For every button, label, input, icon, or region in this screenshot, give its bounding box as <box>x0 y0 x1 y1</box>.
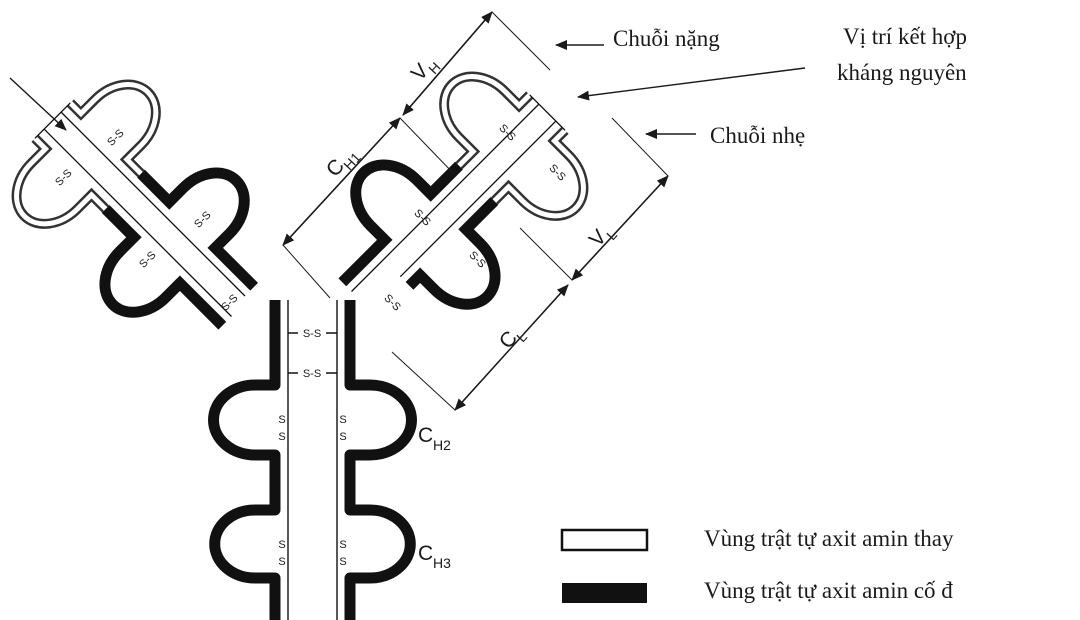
svg-text:C: C <box>418 542 433 565</box>
left-fab-arm <box>11 79 259 330</box>
svg-text:H3: H3 <box>433 555 451 571</box>
right-fab-disulfide: S-S <box>381 292 402 313</box>
right-fab-arm <box>338 71 589 310</box>
hinge-disulfide-1: S-S <box>303 328 321 340</box>
svg-text:S: S <box>278 414 285 426</box>
svg-text:S-S: S-S <box>53 167 74 188</box>
svg-text:S: S <box>339 556 346 568</box>
left-fab-disulfide: S-S <box>219 292 240 313</box>
svg-text:S: S <box>278 556 285 568</box>
antigen-site-label-line2: kháng nguyên <box>837 60 967 85</box>
svg-text:S: S <box>278 539 285 551</box>
svg-text:S-S: S-S <box>192 209 213 230</box>
stem-sulfur-markers: S S S S S S S S <box>278 414 346 568</box>
svg-text:S-S: S-S <box>105 127 126 148</box>
light-chain-right-cl <box>405 197 501 310</box>
svg-text:S: S <box>339 539 346 551</box>
svg-text:H2: H2 <box>433 437 451 453</box>
legend-label-variable: Vùng trật tự axit amin thay <box>704 526 954 551</box>
legend-swatch-constant <box>562 583 647 603</box>
light-chain-label: Chuỗi nhẹ <box>710 123 805 148</box>
svg-text:S: S <box>339 431 346 443</box>
svg-text:S: S <box>278 431 285 443</box>
hinge-disulfide-2: S-S <box>303 368 321 380</box>
antigen-site-label-line1: Vị trí kết hợp <box>843 24 967 49</box>
svg-text:S-S: S-S <box>411 207 432 228</box>
heavy-chain-left-constant <box>208 300 281 620</box>
legend-label-constant: Vùng trật tự axit amin cố đ <box>704 578 953 603</box>
fc-stem <box>208 300 417 620</box>
svg-text:S-S: S-S <box>496 122 517 143</box>
domain-label-cl: C L <box>495 327 530 354</box>
domain-label-ch2: C H2 <box>418 424 451 453</box>
heavy-chain-right-ch1 <box>338 159 463 287</box>
domain-label-ch3: C H3 <box>418 542 451 571</box>
domain-label-vh: V H <box>407 59 444 86</box>
heavy-chain-right-constant <box>344 300 417 620</box>
legend-swatch-variable <box>560 528 649 552</box>
heavy-chain-label: Chuỗi nặng <box>613 26 720 51</box>
svg-text:S-S: S-S <box>546 162 567 183</box>
domain-label-ch1: C H1 <box>322 149 364 181</box>
domain-label-vl: V L <box>585 225 620 251</box>
antigen-pointer-left <box>9 77 67 131</box>
svg-text:S-S: S-S <box>137 249 158 270</box>
legend: Vùng trật tự axit amin thay Vùng trật tự… <box>560 526 954 603</box>
svg-text:S: S <box>339 414 346 426</box>
svg-text:C: C <box>418 424 433 447</box>
antigen-site-arrow <box>577 67 806 101</box>
